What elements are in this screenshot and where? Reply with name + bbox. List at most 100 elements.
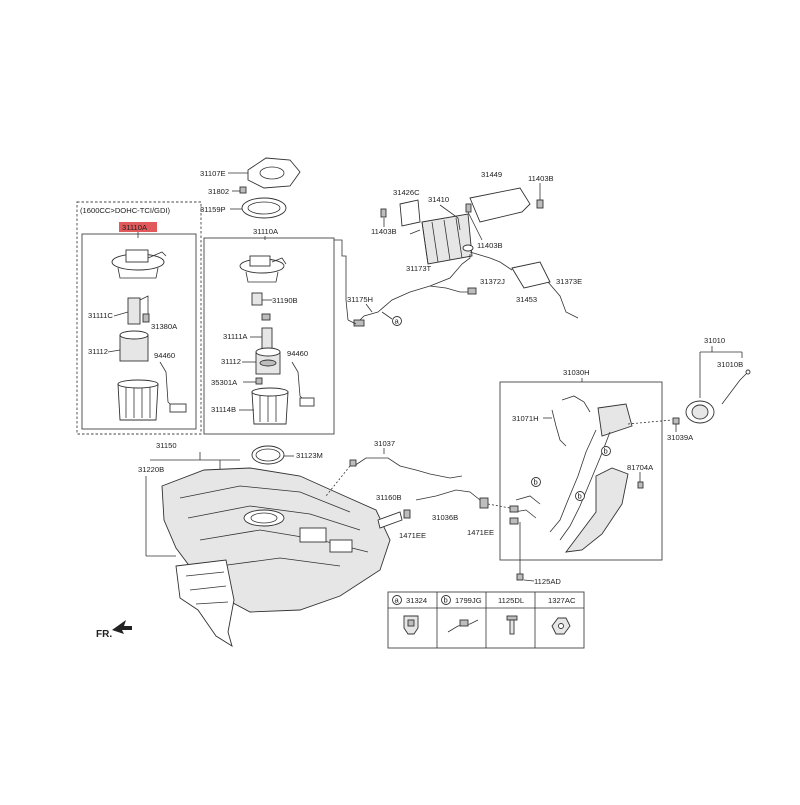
hose-31373E — [547, 281, 579, 319]
part-label-31159P[interactable]: 31159P — [200, 205, 226, 214]
callout-b-1-label: b — [604, 447, 608, 456]
part-label-31010B[interactable]: 31010B — [717, 360, 743, 369]
part-label-31426C[interactable]: 31426C — [393, 188, 420, 197]
part-label-31150[interactable]: 31150 — [156, 441, 177, 450]
highlight-tag — [119, 222, 157, 232]
part-label-31036B[interactable]: 31036B — [432, 513, 458, 522]
filler-housing — [597, 403, 633, 437]
part-label-31373E[interactable]: 31373E — [556, 277, 582, 286]
part-label-31112-left[interactable]: 31112 — [88, 347, 108, 356]
pump-flange-left — [111, 249, 167, 279]
module-box-main — [203, 237, 335, 435]
legend-code-1799JG[interactable]: 1799JG — [455, 596, 482, 605]
part-label-31107E[interactable]: 31107E — [200, 169, 226, 178]
callout-b-3-label: b — [578, 492, 582, 501]
front-direction-indicator: FR. — [96, 620, 132, 640]
charcoal-canister — [421, 213, 474, 265]
clip-main — [261, 313, 271, 321]
part-label-31039A[interactable]: 31039A — [667, 433, 694, 442]
pump-motor-main — [261, 327, 273, 351]
part-label-11403B-left[interactable]: 11403B — [371, 227, 397, 236]
part-label-31010[interactable]: 31010 — [704, 336, 725, 345]
part-label-31030H[interactable]: 31030H — [563, 368, 590, 377]
part-label-31071H[interactable]: 31071H — [512, 414, 539, 423]
filler-box — [499, 381, 663, 561]
canister-group: 31426C 31410 31449 11403B 11403B 11403B … — [347, 170, 582, 327]
part-label-11403B-top[interactable]: 11403B — [528, 174, 554, 183]
svg-text:a: a — [395, 596, 400, 605]
legend-col-a: a 31324 — [392, 595, 427, 635]
connector-31175H — [353, 319, 365, 327]
legend-code-1327AC[interactable]: 1327AC — [548, 596, 576, 605]
part-label-94460-left[interactable]: 94460 — [154, 351, 175, 360]
part-label-1471EE-left[interactable]: 1471EE — [399, 531, 426, 540]
part-label-94460-right[interactable]: 94460 — [287, 349, 308, 358]
heat-shield-31220B — [175, 559, 235, 648]
svg-text:b: b — [444, 596, 448, 605]
callout-b-2 — [531, 477, 541, 487]
clamp-right — [479, 497, 489, 509]
part-label-31449[interactable]: 31449 — [481, 170, 502, 179]
part-label-31453[interactable]: 31453 — [516, 295, 537, 304]
legend-code-31324[interactable]: 31324 — [406, 596, 427, 605]
part-label-1125AD[interactable]: 1125AD — [534, 577, 561, 586]
bolt-left — [380, 208, 387, 218]
fuel-cap — [685, 400, 715, 424]
pump-filter-main — [255, 347, 281, 375]
tank-group: 31150 31220B 31123M 31037 — [138, 439, 511, 648]
clip-left — [142, 313, 150, 323]
filler-neck-pipe — [549, 429, 597, 533]
part-label-31111C[interactable]: 31111C — [88, 311, 113, 320]
screw-31802 — [239, 186, 247, 194]
cover-plate — [247, 157, 301, 189]
part-label-11403B-mid[interactable]: 11403B — [477, 241, 503, 250]
pump-module-group-left: (1600CC>DOHC-TCI/GDI) 31110A 31111C 3138… — [76, 201, 202, 435]
part-label-31160B[interactable]: 31160B — [376, 493, 402, 502]
part-31190B-shape — [251, 292, 263, 306]
tube-31173T — [357, 285, 431, 323]
callout-a-top — [392, 316, 402, 326]
legend-code-1125DL[interactable]: 1125DL — [498, 596, 524, 605]
direction-label: FR. — [96, 629, 112, 640]
legend-col-b: b 1799JG — [441, 595, 482, 633]
part-label-31410[interactable]: 31410 — [428, 195, 449, 204]
part-label-31111A[interactable]: 31111A — [223, 332, 248, 341]
tether-31010B — [721, 371, 749, 405]
part-label-31380A[interactable]: 31380A — [151, 322, 178, 331]
part-label-31190B[interactable]: 31190B — [272, 296, 298, 305]
part-label-31173T[interactable]: 31173T — [406, 264, 432, 273]
part-label-31802[interactable]: 31802 — [208, 187, 229, 196]
part-label-81704A[interactable]: 81704A — [627, 463, 654, 472]
pump-flange-main — [239, 255, 287, 283]
part-label-31372J[interactable]: 31372J — [480, 277, 505, 286]
pump-filter-left — [119, 330, 149, 362]
part-label-31112-right[interactable]: 31112 — [221, 357, 241, 366]
front-arrow-icon — [112, 620, 132, 634]
part-label-31037[interactable]: 31037 — [374, 439, 395, 448]
part-label-31110A[interactable]: 31110A — [253, 227, 279, 236]
part-label-31175H[interactable]: 31175H — [347, 295, 373, 304]
dashed-group-box — [76, 201, 202, 435]
part-label-31123M[interactable]: 31123M — [296, 451, 323, 460]
part-label-31220B[interactable]: 31220B — [138, 465, 164, 474]
legend-col-c: 1125DL — [498, 596, 524, 635]
vent-filter-31453 — [511, 261, 551, 289]
filler-group: 31010 31010B 31039A 31030H 31071H 81704A — [499, 336, 751, 586]
part-label-35301A[interactable]: 35301A — [211, 378, 238, 387]
bolt-top — [536, 199, 544, 209]
pump-cover-parts: 31107E 31802 31159P — [200, 157, 301, 219]
part-label-highlighted[interactable]: 31110A — [122, 223, 148, 232]
breather-pipe — [561, 395, 591, 413]
reservoir-cup-left — [117, 379, 159, 421]
bolt-1125AD — [516, 573, 524, 581]
filler-guard-81704A — [565, 467, 629, 553]
part-35301A-shape — [255, 377, 263, 385]
bolt-1125DL-icon — [506, 615, 518, 621]
part-label-1471EE-right[interactable]: 1471EE — [467, 528, 494, 537]
level-sender-float-left — [169, 403, 187, 413]
part-label-31114B[interactable]: 31114B — [211, 405, 236, 414]
pump-module-group-main: 31110A 31190B 31111A 31112 94460 35301A — [203, 227, 349, 435]
connector-31173T — [467, 287, 477, 295]
